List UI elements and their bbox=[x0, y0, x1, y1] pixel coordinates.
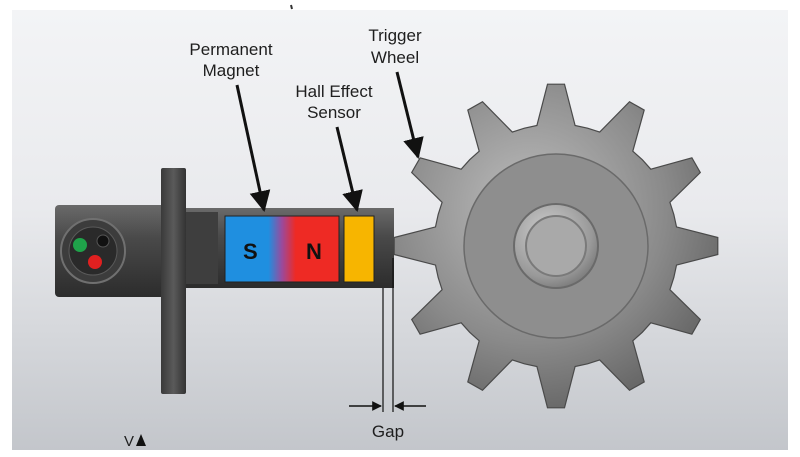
connector-pin-black bbox=[96, 234, 110, 248]
trigger-wheel-bore bbox=[525, 215, 587, 277]
trigger-wheel-pointer bbox=[395, 71, 424, 160]
permanent-magnet-label-line2: Magnet bbox=[203, 61, 260, 80]
sensor-barrel-collar bbox=[186, 212, 218, 284]
top-edge-mark bbox=[290, 4, 293, 10]
permanent-magnet-pointer bbox=[235, 84, 271, 213]
hall-effect-element bbox=[343, 215, 375, 283]
north-pole-label: N bbox=[306, 239, 322, 264]
hall-effect-sensor-label-line2: Sensor bbox=[307, 103, 361, 122]
axis-fragment-label: V bbox=[124, 433, 134, 450]
trigger-wheel-label-line2: Wheel bbox=[371, 48, 419, 67]
permanent-magnet bbox=[224, 215, 340, 283]
hall-effect-sensor-pointer bbox=[335, 126, 363, 213]
axis-fragment-arrow bbox=[136, 434, 146, 446]
connector-pin-red bbox=[88, 255, 102, 269]
south-pole-label: S bbox=[243, 239, 258, 264]
trigger-wheel-label-line1: Trigger bbox=[368, 26, 422, 45]
sensor-assembly: S N bbox=[55, 168, 394, 394]
mounting-flange bbox=[161, 168, 186, 394]
hall-effect-sensor-label-line1: Hall Effect bbox=[295, 82, 372, 101]
connector-pin-green bbox=[73, 238, 87, 252]
permanent-magnet-label-line1: Permanent bbox=[189, 40, 272, 59]
trigger-wheel bbox=[393, 83, 719, 409]
gap-indicator: Gap bbox=[349, 258, 426, 441]
gap-label: Gap bbox=[372, 422, 404, 441]
